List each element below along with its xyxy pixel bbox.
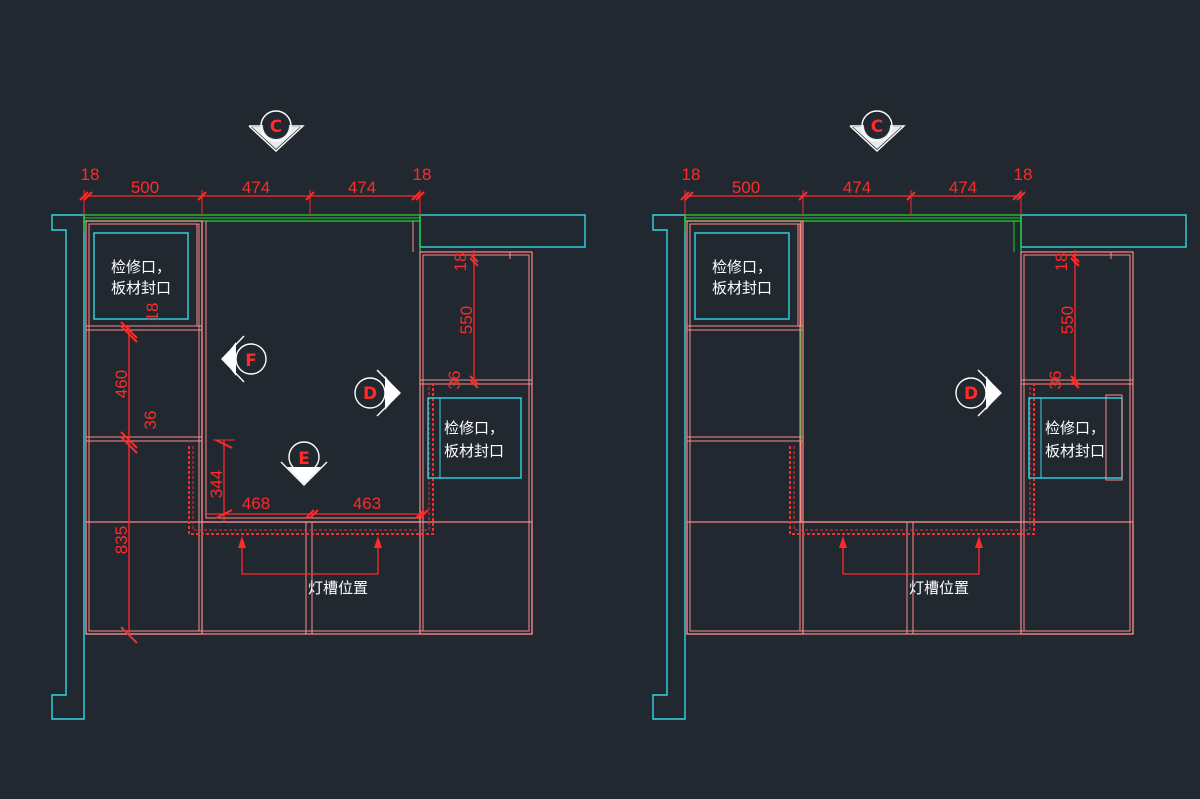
dim-label: 18: [1014, 165, 1033, 184]
dim-label: 18: [81, 165, 100, 184]
view-marker-d-label: D: [964, 384, 978, 404]
access-panel-box: [93, 232, 189, 320]
dim-label: 36: [1046, 371, 1065, 390]
access-panel-box: [427, 397, 522, 479]
dim-label: 344: [207, 470, 226, 498]
access-panel-label: 板材封口: [444, 442, 504, 460]
view-marker-c-label: C: [871, 117, 883, 137]
dimension-inner-left: [206, 439, 429, 522]
view-marker-e: [280, 441, 328, 486]
access-panel-label: 板材封口: [1045, 442, 1105, 460]
dim-label: 36: [445, 371, 464, 390]
view-marker-f: [221, 335, 267, 383]
dim-label: 474: [949, 178, 977, 197]
inner-cabinet-left: [201, 221, 420, 523]
view-marker-e-label: E: [298, 449, 310, 469]
plan-right: C D 18 500 474 474 18 18 550 36 检修口， 板材封…: [652, 110, 1187, 720]
dim-label: 474: [242, 178, 270, 197]
dim-label: 18: [682, 165, 701, 184]
view-marker-d-label: D: [363, 384, 377, 404]
plan-left: C D F E 18 500 474 474 18 18 550 36 18 4…: [51, 110, 586, 720]
dim-label: 18: [143, 303, 162, 322]
access-panel-label: 检修口，: [1045, 419, 1105, 437]
access-panel-label: 检修口，: [444, 419, 504, 437]
dim-label: 463: [353, 494, 381, 513]
dim-label: 835: [112, 526, 131, 554]
dim-label: 550: [457, 306, 476, 334]
dim-label: 474: [348, 178, 376, 197]
access-panel-label: 检修口，: [712, 258, 772, 276]
light-trough-label: 灯槽位置: [308, 579, 368, 597]
view-marker-f-label: F: [245, 351, 257, 371]
dim-label: 500: [131, 178, 159, 197]
access-panel-label: 检修口，: [111, 258, 171, 276]
dim-label: 500: [732, 178, 760, 197]
access-panel-box: [694, 232, 790, 320]
access-panel-box: [1028, 397, 1123, 479]
dim-label: 18: [451, 253, 470, 272]
dim-label: 18: [413, 165, 432, 184]
inner-cabinet-right: [800, 221, 1021, 523]
dim-label: 474: [843, 178, 871, 197]
view-marker-c-label: C: [270, 117, 282, 137]
light-trough-label: 灯槽位置: [909, 579, 969, 597]
dim-label: 460: [112, 370, 131, 398]
access-panel-label: 板材封口: [111, 279, 171, 297]
dim-label: 18: [1052, 253, 1071, 272]
dim-label: 468: [242, 494, 270, 513]
dim-label: 550: [1058, 306, 1077, 334]
access-panel-label: 板材封口: [712, 279, 772, 297]
dimension-vertical-left: [120, 321, 138, 644]
dim-label: 36: [141, 411, 160, 430]
